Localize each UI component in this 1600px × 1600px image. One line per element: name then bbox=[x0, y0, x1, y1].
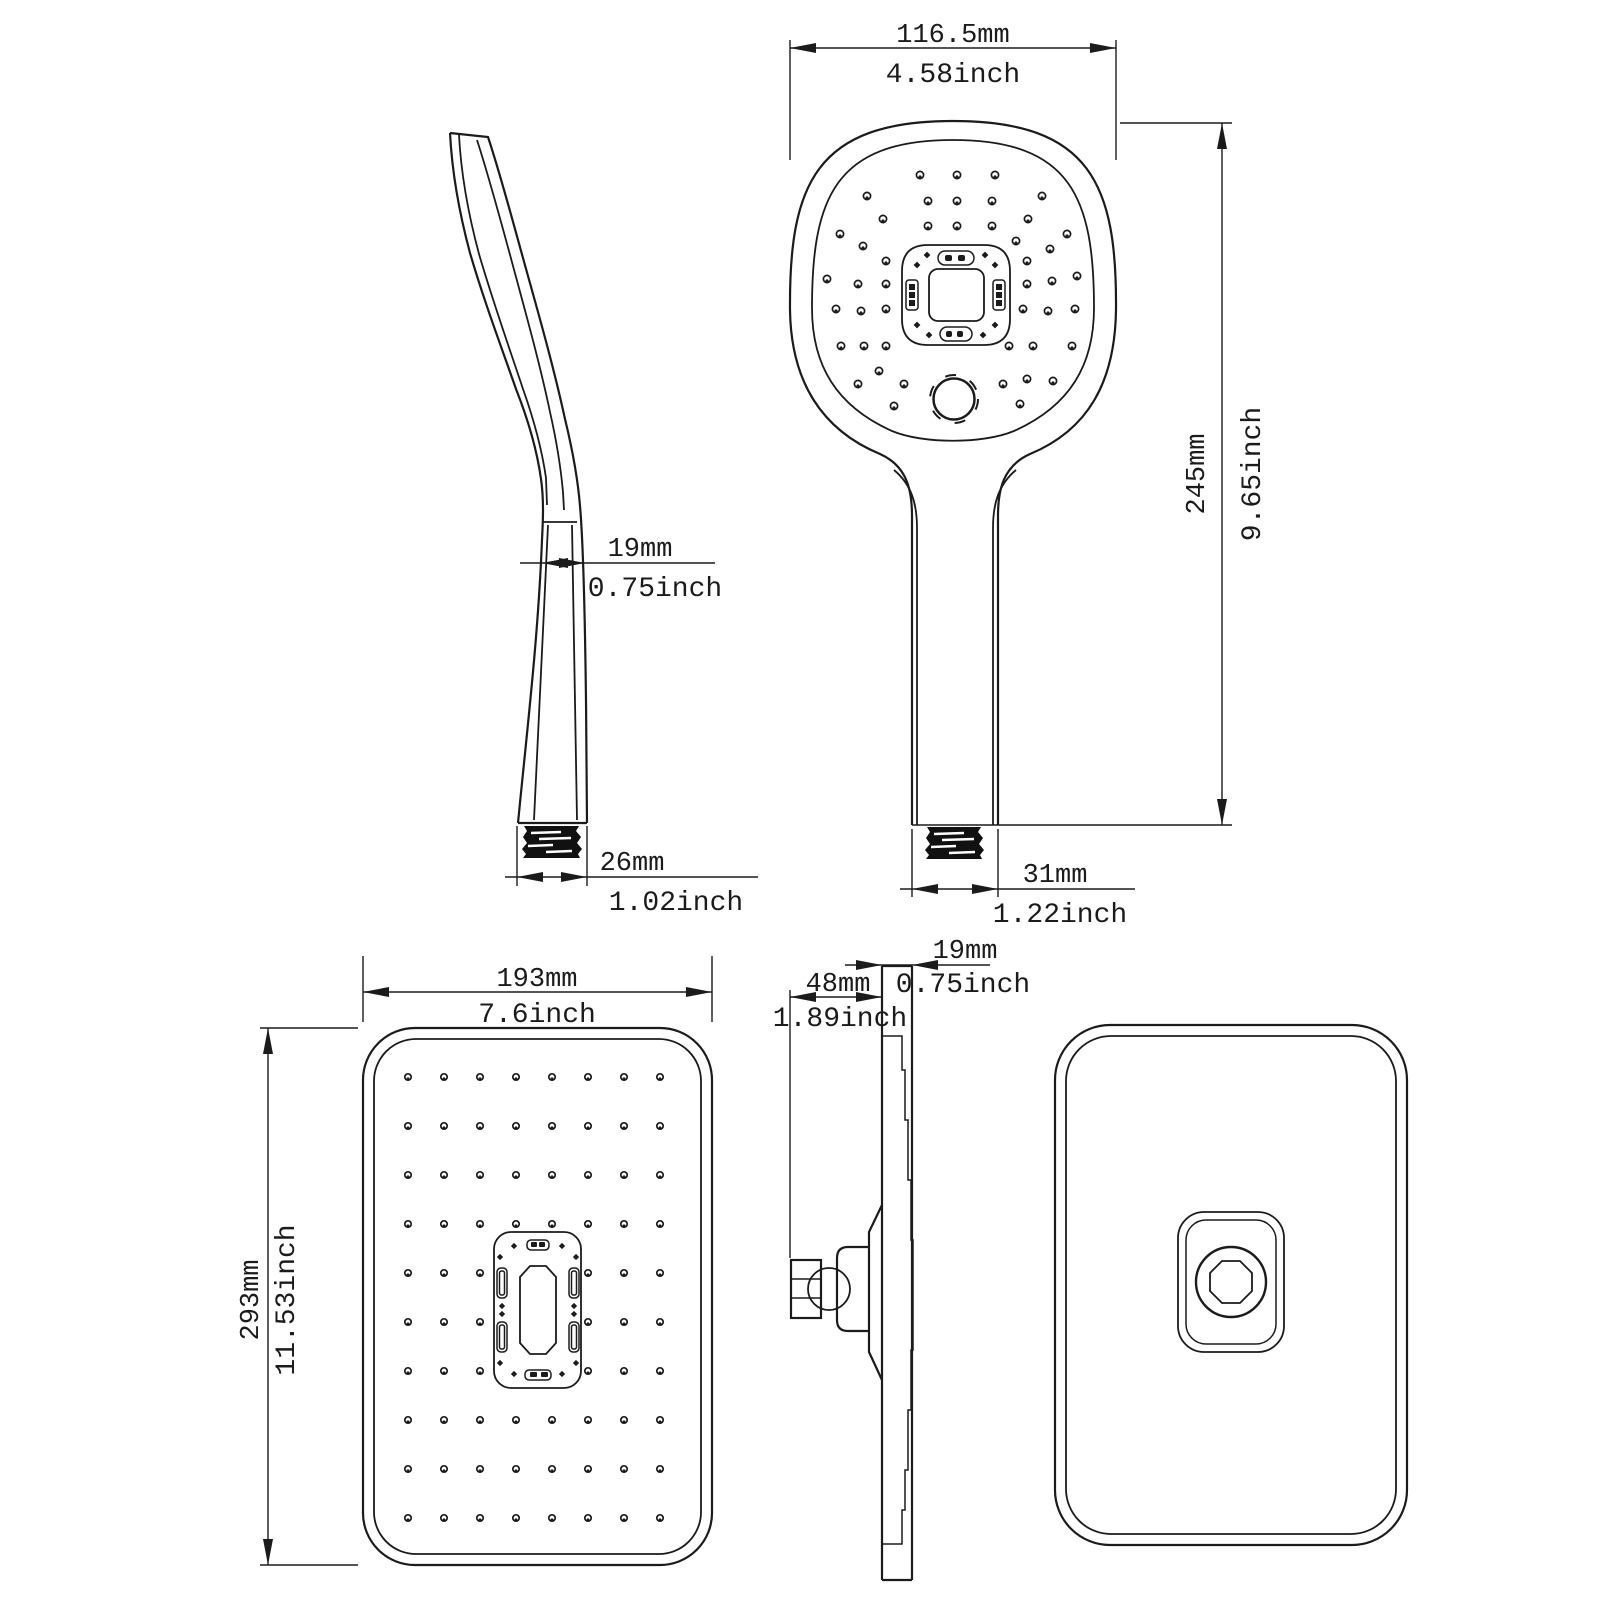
panel-slot-left bbox=[905, 279, 919, 311]
rain-panel-slot-top bbox=[526, 1239, 550, 1251]
side-handle-inner-right bbox=[571, 524, 578, 821]
dimension-total-height: 245mm 9.65inch bbox=[912, 122, 1269, 826]
side-head-outline bbox=[449, 131, 589, 824]
side-head-back-inner-line bbox=[458, 134, 548, 506]
dim-rainhead-width-mm: 193mm bbox=[496, 965, 577, 995]
dim-side-connector-mm: 26mm bbox=[600, 849, 665, 879]
rainhead-center-panel bbox=[493, 1231, 582, 1389]
front-control-panel bbox=[901, 244, 1011, 346]
front-face-inner-outline bbox=[811, 139, 1095, 442]
dim-side-connector-inch: 1.02inch bbox=[609, 888, 743, 919]
dim-handle-thickness-mm: 19mm bbox=[608, 535, 673, 565]
panel-center-square bbox=[928, 268, 985, 322]
panel-outer bbox=[901, 244, 1011, 346]
rain-side-ball-joint bbox=[789, 1204, 883, 1381]
dim-total-height-mm: 245mm bbox=[1183, 433, 1213, 514]
side-handle-inner-left bbox=[533, 524, 549, 821]
dimension-head-width: 116.5mm 4.58inch bbox=[789, 21, 1117, 160]
front-handle-inner-left bbox=[893, 469, 918, 825]
panel-slot-right bbox=[992, 279, 1006, 311]
side-thread-connector bbox=[522, 826, 582, 858]
dim-rainhead-height-inch: 11.53inch bbox=[272, 1224, 303, 1375]
dimension-rainhead-height: 293mm 11.53inch bbox=[237, 1027, 358, 1566]
back-mount-outer bbox=[1177, 1211, 1285, 1353]
back-inner-outline bbox=[1065, 1035, 1397, 1535]
panel-slot-top bbox=[937, 250, 975, 266]
front-mode-button bbox=[929, 374, 979, 424]
dimension-front-connector: 31mm 1.22inch bbox=[900, 829, 1135, 931]
dim-head-width-mm: 116.5mm bbox=[896, 21, 1009, 51]
back-swivel-circle bbox=[1194, 1245, 1268, 1319]
dim-rainhead-depth-mm: 48mm bbox=[806, 970, 871, 1000]
back-mount-inner bbox=[1185, 1219, 1277, 1345]
rain-panel-slot-right-lower bbox=[568, 1321, 580, 1353]
rain-side-face-profile bbox=[883, 1035, 914, 1545]
rainhead-back-view bbox=[1053, 1023, 1409, 1547]
dim-rainhead-height-mm: 293mm bbox=[237, 1259, 267, 1340]
rain-panel-slot-bottom bbox=[524, 1369, 552, 1381]
rainhead-spray-nozzles bbox=[403, 1072, 665, 1523]
dim-rainhead-depth-inch: 1.89inch bbox=[773, 1004, 907, 1035]
dimension-rainhead-thickness: 19mm 0.75inch bbox=[845, 937, 1030, 1001]
rain-panel-slot-right-upper bbox=[568, 1267, 580, 1299]
dimension-rainhead-width: 193mm 7.6inch bbox=[362, 956, 713, 1031]
dim-total-height-inch: 9.65inch bbox=[1238, 407, 1269, 541]
rain-panel-slot-left-upper bbox=[496, 1267, 508, 1299]
side-head-face-inner-line bbox=[476, 139, 565, 511]
dim-head-width-inch: 4.58inch bbox=[886, 60, 1020, 91]
joint-ball bbox=[807, 1267, 851, 1311]
handheld-front-view: 116.5mm 4.58inch 245mm 9.65inch 31mm 1.2… bbox=[788, 21, 1269, 931]
dim-front-connector-inch: 1.22inch bbox=[993, 900, 1127, 931]
rain-panel-outer bbox=[493, 1231, 582, 1389]
back-mount bbox=[1177, 1211, 1285, 1353]
dim-rainhead-thickness-mm: 19mm bbox=[933, 937, 998, 967]
rain-panel-center-opening bbox=[519, 1265, 557, 1355]
joint-nut bbox=[789, 1258, 823, 1320]
dim-rainhead-thickness-inch: 0.75inch bbox=[896, 970, 1030, 1001]
back-hex-socket bbox=[1209, 1260, 1253, 1304]
front-thread-connector bbox=[925, 827, 984, 859]
dimension-rainhead-depth: 48mm 1.89inch bbox=[773, 970, 907, 1258]
rain-side-plate bbox=[880, 964, 914, 1582]
front-spray-nozzles bbox=[822, 170, 1082, 411]
mount-boss bbox=[867, 1204, 883, 1381]
dim-handle-thickness-inch: 0.75inch bbox=[588, 574, 722, 605]
front-handle-inner-right bbox=[992, 469, 1017, 825]
front-head-outline-right bbox=[788, 119, 1118, 825]
dimension-handle-thickness: 19mm 0.75inch bbox=[520, 535, 722, 605]
panel-slot-bottom bbox=[939, 326, 973, 342]
rainhead-outer-outline bbox=[361, 1026, 714, 1567]
front-head-outline-left bbox=[788, 309, 914, 825]
rain-panel-diamond-dots bbox=[496, 1242, 580, 1378]
dim-rainhead-width-inch: 7.6inch bbox=[478, 1000, 596, 1031]
joint-cup bbox=[835, 1245, 869, 1333]
rain-panel-slot-left-lower bbox=[496, 1321, 508, 1353]
rainhead-inner-outline bbox=[373, 1038, 702, 1555]
handheld-side-view: 19mm 0.75inch 26mm 1.02inch bbox=[448, 131, 758, 919]
dim-front-connector-mm: 31mm bbox=[1023, 861, 1088, 891]
rainhead-side-view: 48mm 1.89inch 19mm 0.75inch bbox=[773, 937, 1030, 1582]
dimension-side-connector: 26mm 1.02inch bbox=[505, 826, 758, 919]
back-outer-outline bbox=[1053, 1023, 1409, 1547]
rainhead-face-view: 193mm 7.6inch 293mm 11.53inch bbox=[237, 956, 714, 1567]
side-head-back-edge bbox=[448, 132, 545, 824]
